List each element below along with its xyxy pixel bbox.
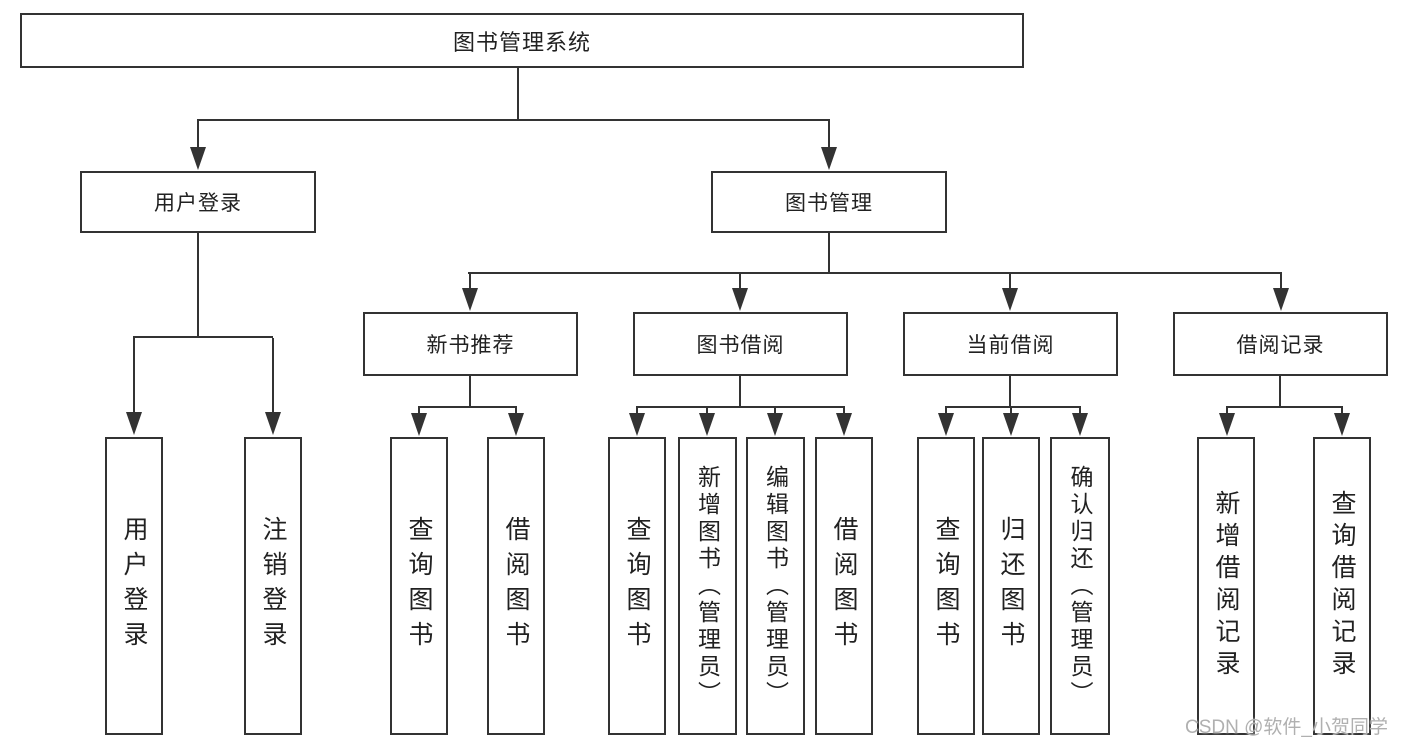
connector-newbook-drop-1: [418, 408, 420, 414]
arrowhead-records-leaf-2: [1334, 413, 1350, 436]
leaf-current-confirm-admin-label: 确认归还（管理员）: [1067, 464, 1093, 708]
connector-l3-drop-2: [739, 274, 741, 289]
connector-l3-bus: [468, 272, 1282, 274]
node-user-login: 用户登录: [80, 171, 316, 233]
leaf-logout: 注销登录: [244, 437, 302, 735]
connector-records-drop-1: [1226, 408, 1228, 414]
leaf-borrow-add-admin-label: 新增图书（管理员）: [694, 464, 721, 708]
csdn-watermark: CSDN @软件_小贺同学: [1185, 717, 1388, 738]
leaf-current-query-label: 查询图书: [932, 516, 960, 656]
leaf-current-return-label: 归还图书: [997, 516, 1025, 656]
node-book-management: 图书管理: [711, 171, 947, 233]
leaf-records-query-label: 查询借阅记录: [1328, 490, 1356, 682]
leaf-newbook-query-label: 查询图书: [405, 516, 433, 656]
connector-current-drop-1: [945, 408, 947, 414]
node-book-borrow: 图书借阅: [633, 312, 848, 376]
connector-user-stem: [197, 233, 199, 337]
leaf-newbook-borrow-label: 借阅图书: [502, 516, 530, 656]
arrowhead-current-leaf-1: [938, 413, 954, 436]
leaf-borrow-query: 查询图书: [608, 437, 666, 735]
connector-newbook-bus: [418, 406, 517, 408]
arrowhead-book-borrow: [732, 288, 748, 311]
arrowhead-borrow-records: [1273, 288, 1289, 311]
leaf-current-confirm-admin: 确认归还（管理员）: [1050, 437, 1110, 735]
connector-borrow-drop-4: [843, 408, 845, 414]
arrowhead-borrow-leaf-2: [699, 413, 715, 436]
arrowhead-book-management: [821, 147, 837, 170]
leaf-borrow-add-admin: 新增图书（管理员）: [678, 437, 737, 735]
arrowhead-current-leaf-2: [1003, 413, 1019, 436]
arrowhead-newbook-leaf-1: [411, 413, 427, 436]
connector-l2-bus: [197, 119, 830, 121]
connector-borrow-bus: [636, 406, 845, 408]
leaf-borrow-borrow: 借阅图书: [815, 437, 873, 735]
arrowhead-borrow-leaf-1: [629, 413, 645, 436]
connector-l2-drop-right: [828, 121, 830, 148]
leaf-user-login: 用户登录: [105, 437, 163, 735]
connector-records-bus: [1226, 406, 1343, 408]
connector-mgmt-stem: [828, 233, 830, 273]
connector-l2-drop-left: [197, 121, 199, 148]
leaf-newbook-query: 查询图书: [390, 437, 448, 735]
connector-user-drop-2: [272, 338, 274, 412]
arrowhead-user-login: [190, 147, 206, 170]
connector-records-drop-2: [1341, 408, 1343, 414]
connector-records-stem: [1279, 376, 1281, 407]
leaf-records-add: 新增借阅记录: [1197, 437, 1255, 735]
leaf-records-query: 查询借阅记录: [1313, 437, 1371, 735]
leaf-newbook-borrow: 借阅图书: [487, 437, 545, 735]
connector-user-drop-1: [133, 338, 135, 412]
connector-root-stem: [517, 68, 519, 120]
connector-borrow-drop-3: [774, 408, 776, 414]
connector-borrow-drop-1: [636, 408, 638, 414]
leaf-borrow-edit-admin-label: 编辑图书（管理员）: [762, 464, 789, 708]
arrowhead-user-leaf-1: [126, 412, 142, 435]
arrowhead-borrow-leaf-3: [767, 413, 783, 436]
connector-newbook-drop-2: [515, 408, 517, 414]
leaf-borrow-borrow-label: 借阅图书: [830, 516, 858, 656]
connector-l3-drop-3: [1009, 274, 1011, 289]
leaf-borrow-edit-admin: 编辑图书（管理员）: [746, 437, 805, 735]
connector-newbook-stem: [469, 376, 471, 407]
node-root-label: 图书管理系统: [452, 29, 591, 55]
node-current-borrow: 当前借阅: [903, 312, 1118, 376]
connector-current-bus: [945, 406, 1081, 408]
connector-l3-drop-4: [1280, 274, 1282, 289]
leaf-current-query: 查询图书: [917, 437, 975, 735]
arrowhead-current-borrow: [1002, 288, 1018, 311]
connector-current-drop-2: [1010, 408, 1012, 414]
node-book-borrow-label: 图书借阅: [696, 334, 785, 357]
arrowhead-current-leaf-3: [1072, 413, 1088, 436]
arrowhead-user-leaf-2: [265, 412, 281, 435]
node-new-book-recommend-label: 新书推荐: [426, 334, 515, 357]
node-borrow-records: 借阅记录: [1173, 312, 1388, 376]
arrowhead-newbook-leaf-2: [508, 413, 524, 436]
arrowhead-borrow-leaf-4: [836, 413, 852, 436]
leaf-logout-label: 注销登录: [259, 516, 287, 656]
leaf-borrow-query-label: 查询图书: [623, 516, 651, 656]
node-book-management-label: 图书管理: [785, 192, 873, 215]
arrowhead-records-leaf-1: [1219, 413, 1235, 436]
leaf-user-login-label: 用户登录: [120, 516, 148, 656]
connector-current-stem: [1009, 376, 1011, 407]
connector-l3-drop-1: [469, 274, 471, 289]
connector-borrow-drop-2: [706, 408, 708, 414]
arrowhead-new-book-recommend: [462, 288, 478, 311]
node-new-book-recommend: 新书推荐: [363, 312, 578, 376]
node-root: 图书管理系统: [20, 13, 1024, 68]
node-current-borrow-label: 当前借阅: [966, 334, 1055, 357]
node-borrow-records-label: 借阅记录: [1236, 334, 1325, 357]
connector-user-bus: [133, 336, 273, 338]
connector-current-drop-3: [1079, 408, 1081, 414]
connector-borrow-stem: [739, 376, 741, 407]
leaf-records-add-label: 新增借阅记录: [1212, 490, 1240, 682]
node-user-login-label: 用户登录: [154, 192, 242, 215]
leaf-current-return: 归还图书: [982, 437, 1040, 735]
